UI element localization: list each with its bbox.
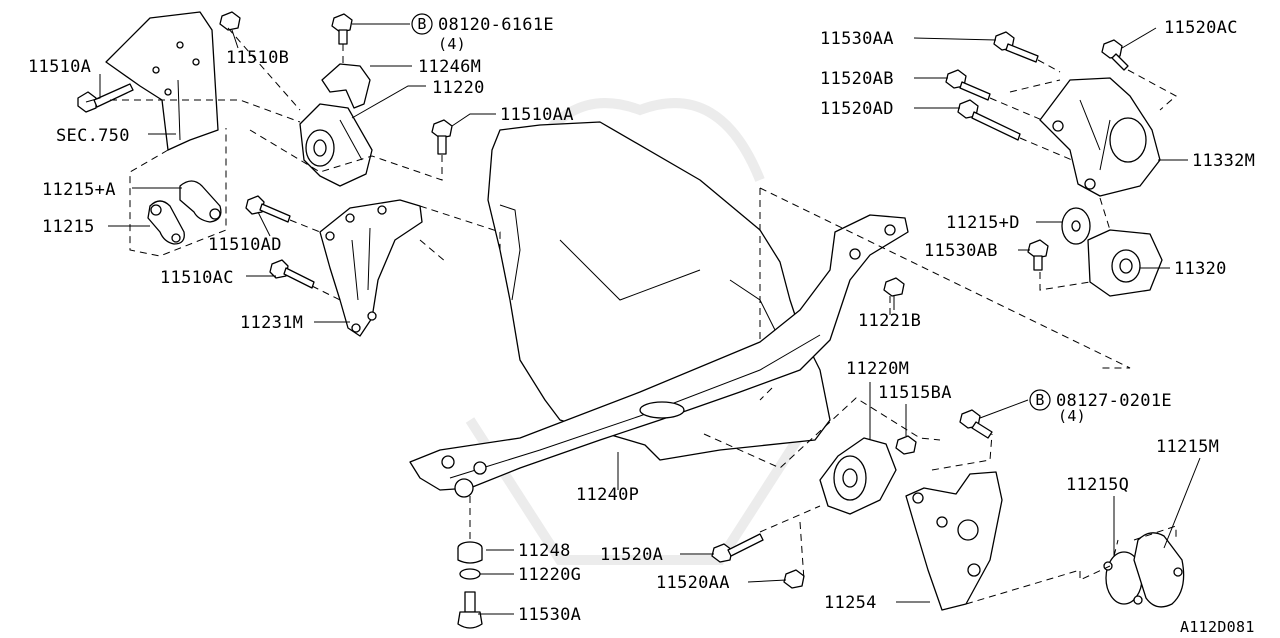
bolt-11510A [77,83,134,113]
callout-11220M: 11220M [846,359,909,379]
callout-11220G: 11220G [518,565,581,585]
svg-text:B: B [417,15,426,33]
callout-11215A: 11215+A [42,180,116,200]
callout-sec750: SEC.750 [56,126,130,146]
insulator-11215M [1133,532,1185,608]
callout-08127-qty: (4) [1058,407,1086,425]
bolt-11510AC [269,259,315,289]
bolt-11520A [711,533,764,563]
bolt-marker-b-top: B [411,13,433,35]
callout-11215M: 11215M [1156,437,1219,457]
callout-11332M: 11332M [1192,151,1255,171]
callout-08120-6161E: 08120-6161E [438,15,554,35]
bolt-marker-b-bottom: B [1029,389,1051,411]
nut-11221B [883,277,905,297]
callout-11248: 11248 [518,541,571,561]
callout-11530AB: 11530AB [924,241,998,261]
bolt-11520AC [1101,39,1129,71]
nut-11515BA [895,435,917,455]
callout-11510AD: 11510AD [208,235,282,255]
nut-11510B [219,11,241,31]
bolt-11530AA [993,31,1039,63]
callout-11254: 11254 [824,593,877,613]
catalog-code: A112D081 [1180,618,1255,636]
callout-11231M: 11231M [240,313,303,333]
callout-11520A: 11520A [600,545,663,565]
callout-11510A: 11510A [28,57,91,77]
callout-11215Q: 11215Q [1066,475,1129,495]
washer-11220G [459,568,481,580]
bushing-11248 [457,541,483,564]
mount-11320 [1087,229,1163,297]
bolt-11510AA [431,119,453,155]
callout-11520AB: 11520AB [820,69,894,89]
bolt-11520AB [945,69,991,101]
callout-11520AD: 11520AD [820,99,894,119]
callout-11246M: 11246M [418,57,481,77]
mount-11220M [819,437,897,515]
callout-11220: 11220 [432,78,485,98]
insulator-11215Q [1103,551,1143,605]
callout-11215: 11215 [42,217,95,237]
bolt-11530AB [1027,239,1049,271]
callout-11240P: 11240P [576,485,639,505]
crossmember-11240P [409,214,909,491]
bolt-11530A [457,591,483,629]
callout-11221B: 11221B [858,311,921,331]
bracket-11254 [905,471,1003,611]
callout-11320: 11320 [1174,259,1227,279]
bolt-11520AD [957,99,1021,141]
callout-11520AC: 11520AC [1164,18,1238,38]
bolt-11520AA [783,569,805,589]
callout-11530AA: 11530AA [820,29,894,49]
bracket-11246M [321,63,371,109]
bracket-sec750 [105,11,219,151]
callout-08127-0201E: 08127-0201E [1056,391,1172,411]
callout-11510B: 11510B [226,48,289,68]
callout-11510AA: 11510AA [500,105,574,125]
callout-11520AA: 11520AA [656,573,730,593]
bracket-11231M [319,199,423,337]
svg-text:B: B [1035,391,1044,409]
callout-11515BA: 11515BA [878,383,952,403]
bolt-08127-0201E [959,409,993,439]
callout-08120-qty: (4) [438,35,466,53]
callout-11215D: 11215+D [946,213,1020,233]
bolt-08120-6161E [331,13,353,45]
engine-mount-11220 [299,103,373,187]
bolt-11510AD [245,195,291,223]
callout-11510AC: 11510AC [160,268,234,288]
callout-11530A: 11530A [518,605,581,625]
